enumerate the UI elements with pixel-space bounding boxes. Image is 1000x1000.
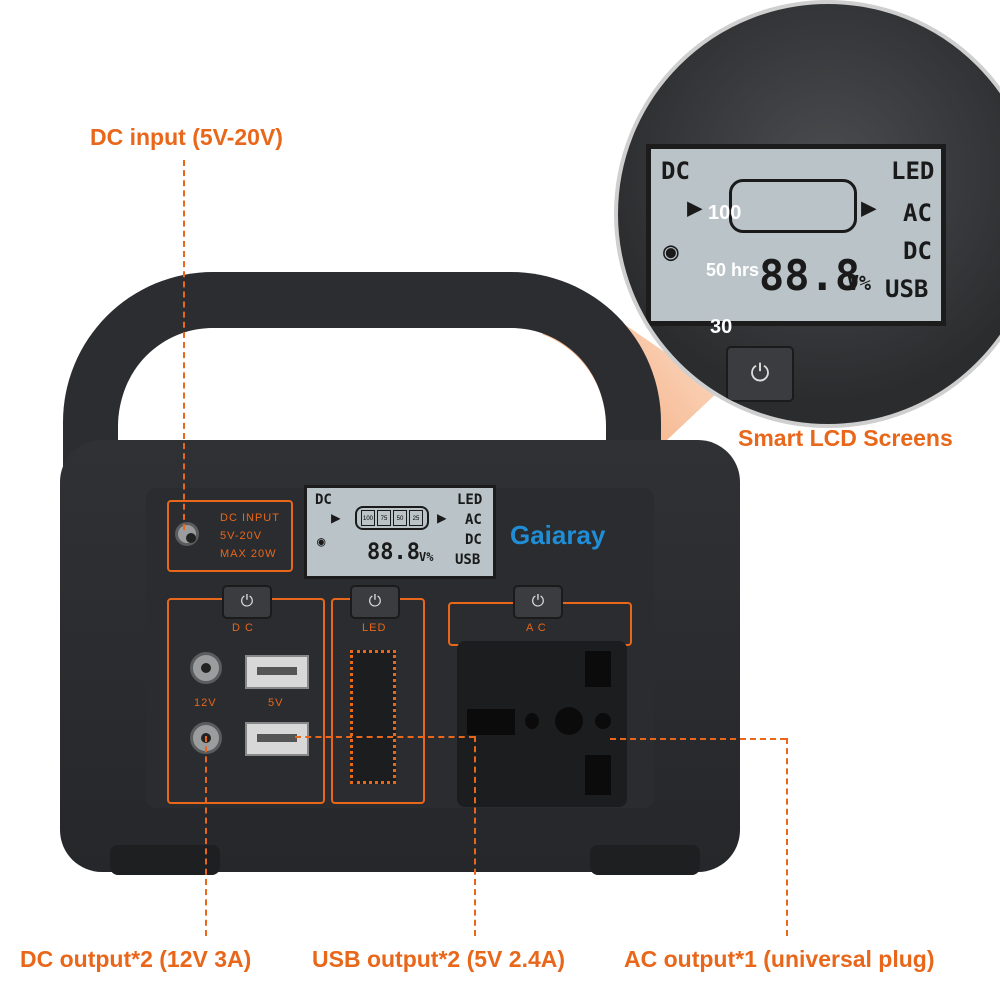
dc-input-jack-icon — [175, 522, 199, 546]
zoom-battery-icon — [729, 179, 857, 233]
power-icon: ⏻ — [240, 593, 254, 610]
callout-smart-lcd: Smart LCD Screens — [738, 425, 953, 451]
zoom-dc-circle-icon: ◉ — [663, 237, 679, 267]
zoom-digits: 88.8 — [759, 251, 861, 300]
usb-port-1[interactable] — [245, 655, 309, 689]
dc-input-line3: MAX 20W — [220, 548, 277, 560]
led-power-button[interactable]: ⏻ — [350, 585, 400, 619]
zoom-overlay-30: 30 — [710, 316, 733, 338]
led-button-label: LED — [362, 622, 387, 634]
zoom-label-led: LED — [891, 157, 935, 185]
battery-icon: 100 75 50 25 — [355, 506, 429, 530]
zoom-lcd: DC LED AC DC USB ▶ ▶ ◉ 88.8 V% — [646, 144, 946, 326]
callout-ac-output: AC output*1 (universal plug) — [624, 946, 935, 972]
zoom-power-button: ⏻ — [726, 346, 794, 402]
zoom-label-dc2: DC — [903, 237, 932, 265]
lcd-label-ac: AC — [465, 512, 482, 528]
lcd-screen: DC LED AC DC USB ▶ ▶ 100 75 50 25 ◉ 88.8… — [304, 485, 496, 579]
lcd-label-usb: USB — [455, 552, 481, 568]
dc-input-line2: 5V-20V — [220, 530, 263, 542]
ac-output-leader-v — [786, 738, 788, 936]
battery-segment: 25 — [409, 510, 423, 526]
callout-usb-output: USB output*2 (5V 2.4A) — [312, 946, 566, 972]
dc-input-leader — [183, 160, 185, 530]
usb-output-leader-h — [295, 736, 475, 738]
dc-input-line1: DC INPUT — [220, 512, 280, 524]
power-icon: ⏻ — [531, 593, 545, 610]
zoom-overlay-50hrs: 50 hrs — [706, 260, 760, 280]
ac-button-label: A C — [526, 622, 547, 634]
left-foot — [110, 845, 220, 875]
lcd-zoom-circle: DC LED AC DC USB ▶ ▶ ◉ 88.8 V% ⏻ — [614, 0, 1000, 428]
ac-output-leader-h — [610, 738, 786, 740]
power-icon: ⏻ — [368, 593, 382, 610]
zoom-label-ac: AC — [903, 199, 932, 227]
dc-output-jack-1[interactable] — [190, 652, 222, 684]
handle-opening — [118, 328, 606, 452]
dc-button-label: D C — [232, 622, 254, 634]
callout-dc-input: DC input (5V-20V) — [90, 124, 283, 150]
arrow-right-icon-2: ▶ — [437, 508, 447, 527]
dc-power-button[interactable]: ⏻ — [222, 585, 272, 619]
lcd-label-led: LED — [457, 492, 483, 508]
zoom-overlay-100: 100 — [708, 202, 742, 224]
zoom-label-usb: USB — [885, 275, 929, 303]
usb-port-2[interactable] — [245, 722, 309, 756]
universal-ac-socket[interactable] — [457, 641, 627, 807]
dc-input-panel — [167, 500, 293, 572]
label-12v: 12V — [194, 697, 217, 709]
lcd-digits: 88.8 — [367, 540, 420, 565]
lcd-unit: V% — [419, 550, 434, 564]
lcd-label-dc2: DC — [465, 532, 482, 548]
battery-segment: 50 — [393, 510, 407, 526]
battery-segment: 100 — [361, 510, 375, 526]
right-foot — [590, 845, 700, 875]
usb-output-leader-v — [474, 736, 476, 936]
zoom-unit: V% — [847, 271, 872, 295]
zoom-arrow-right-icon: ▶ — [687, 193, 703, 223]
label-5v: 5V — [268, 697, 284, 709]
led-light-icon — [350, 650, 396, 784]
callout-dc-output: DC output*2 (12V 3A) — [20, 946, 252, 972]
dc-output-leader — [205, 736, 207, 936]
zoom-arrow-right-icon-2: ▶ — [861, 193, 877, 223]
dc-circle-icon: ◉ — [317, 534, 326, 550]
lcd-label-dc: DC — [315, 492, 332, 508]
zoom-label-dc: DC — [661, 157, 690, 185]
battery-segment: 75 — [377, 510, 391, 526]
arrow-right-icon: ▶ — [331, 508, 341, 527]
power-icon: ⏻ — [750, 360, 770, 387]
brand-logo: Gaiaray — [510, 520, 606, 550]
ac-power-button[interactable]: ⏻ — [513, 585, 563, 619]
